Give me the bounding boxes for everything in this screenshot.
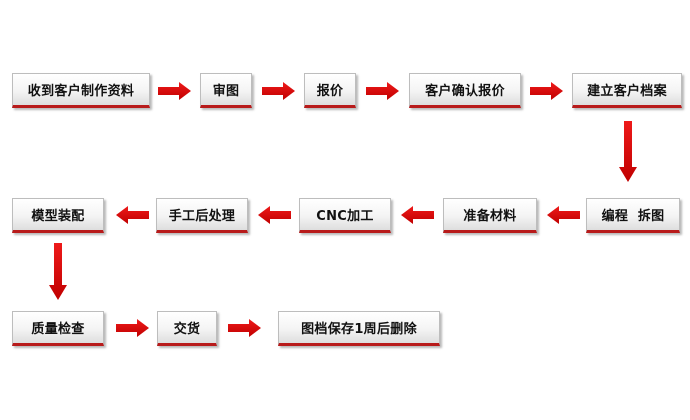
- step-programming-split: 编程 拆图: [586, 198, 680, 233]
- step-quote: 报价: [304, 73, 356, 108]
- arrow-left-4: [116, 206, 149, 224]
- step-model-assembly: 模型装配: [12, 198, 104, 233]
- step-create-customer-file: 建立客户档案: [572, 73, 682, 108]
- arrow-left-3: [258, 206, 291, 224]
- step-delivery: 交货: [157, 311, 217, 346]
- step-quality-check: 质量检查: [12, 311, 104, 346]
- arrow-left-1: [547, 206, 580, 224]
- arrow-right-5: [116, 319, 149, 337]
- step-delete-files: 图档保存1周后删除: [278, 311, 440, 346]
- step-prepare-materials: 准备材料: [443, 198, 537, 233]
- arrow-right-4: [530, 82, 563, 100]
- step-customer-confirm-quote: 客户确认报价: [409, 73, 521, 108]
- arrow-down-1: [619, 121, 637, 182]
- step-manual-post-process: 手工后处理: [156, 198, 248, 233]
- step-review-drawings: 审图: [200, 73, 252, 108]
- step-cnc-machining: CNC加工: [299, 198, 391, 233]
- step-receive-materials: 收到客户制作资料: [12, 73, 150, 108]
- arrow-left-2: [401, 206, 434, 224]
- arrow-right-1: [158, 82, 191, 100]
- arrow-right-2: [262, 82, 295, 100]
- arrow-right-3: [366, 82, 399, 100]
- arrow-right-6: [228, 319, 261, 337]
- arrow-down-2: [49, 243, 67, 300]
